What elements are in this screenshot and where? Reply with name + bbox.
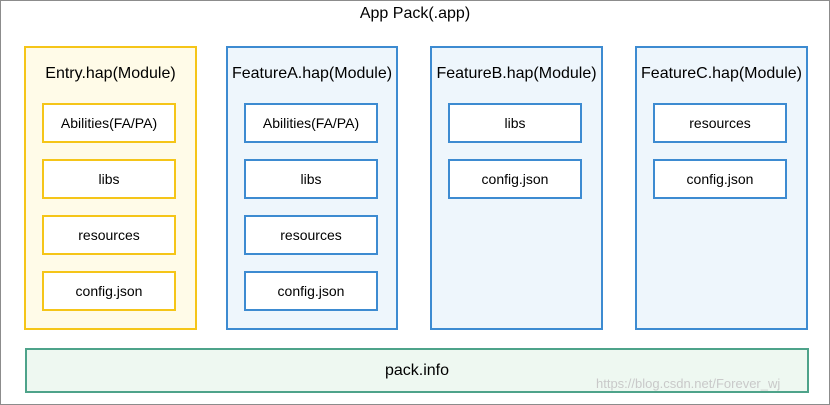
- diagram-title: App Pack(.app): [359, 5, 471, 22]
- module-item: Abilities(FA/PA): [42, 103, 176, 143]
- watermark: https://blog.csdn.net/Forever_wj: [596, 376, 781, 391]
- module-title: Entry.hap(Module): [45, 65, 176, 82]
- module-item: config.json: [244, 271, 378, 311]
- module-item: libs: [448, 103, 582, 143]
- module-title: FeatureA.hap(Module): [231, 65, 393, 82]
- module-item: resources: [653, 103, 787, 143]
- module-item: libs: [42, 159, 176, 199]
- module-title: FeatureC.hap(Module): [641, 65, 802, 82]
- module-feature-c: FeatureC.hap(Module) resources config.js…: [635, 46, 808, 330]
- module-title: FeatureB.hap(Module): [436, 65, 597, 82]
- module-item: Abilities(FA/PA): [244, 103, 378, 143]
- module-feature-a: FeatureA.hap(Module) Abilities(FA/PA) li…: [226, 46, 398, 330]
- module-item: config.json: [653, 159, 787, 199]
- module-item: libs: [244, 159, 378, 199]
- pack-info-label: pack.info: [384, 361, 450, 379]
- module-feature-b: FeatureB.hap(Module) libs config.json: [430, 46, 603, 330]
- module-item: config.json: [42, 271, 176, 311]
- module-item: resources: [244, 215, 378, 255]
- module-item: config.json: [448, 159, 582, 199]
- module-item: resources: [42, 215, 176, 255]
- module-entry: Entry.hap(Module) Abilities(FA/PA) libs …: [24, 46, 197, 330]
- pack-info-box: pack.info: [25, 348, 809, 393]
